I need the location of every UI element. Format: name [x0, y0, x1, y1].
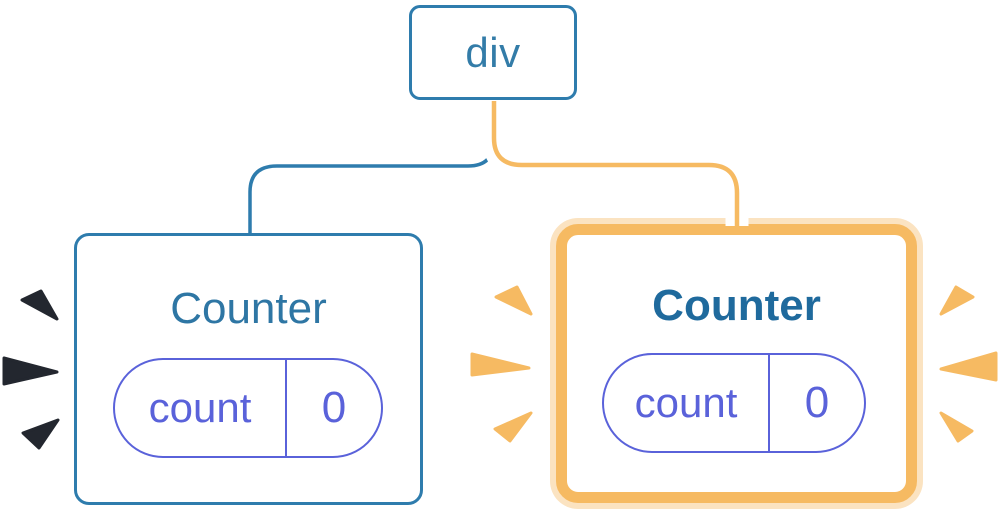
counter-title-right: Counter — [652, 281, 821, 330]
counter-card-right-highlighted: Counter count 0 — [556, 224, 917, 503]
root-node-box: div — [409, 5, 577, 100]
burst-mark-icon — [939, 351, 998, 382]
burst-mark-icon — [493, 411, 533, 443]
state-key-right: count — [604, 355, 770, 451]
burst-marks-right-card-outer — [939, 285, 998, 443]
counter-title-left: Counter — [170, 284, 327, 333]
state-pill-right: count 0 — [602, 353, 866, 453]
state-value-left: 0 — [321, 383, 347, 432]
state-key-left: count — [115, 360, 287, 456]
root-node-label: div — [465, 28, 521, 76]
burst-marks-right-card-inner — [470, 285, 533, 443]
burst-marks-left-card — [2, 289, 60, 450]
counter-card-left: Counter count 0 — [74, 233, 423, 505]
state-pill-left: count 0 — [113, 358, 383, 458]
connector-right-orange-edge — [491, 101, 740, 229]
connector-left-blue-edge — [248, 101, 496, 236]
burst-mark-icon — [20, 289, 59, 321]
burst-mark-icon — [21, 418, 60, 450]
state-value-right: 0 — [804, 378, 830, 427]
burst-mark-icon — [939, 411, 974, 443]
burst-mark-icon — [470, 352, 531, 377]
connector-right-white-casing — [482, 101, 749, 226]
burst-mark-icon — [939, 285, 975, 316]
burst-mark-icon — [494, 285, 533, 316]
burst-mark-icon — [2, 356, 59, 386]
